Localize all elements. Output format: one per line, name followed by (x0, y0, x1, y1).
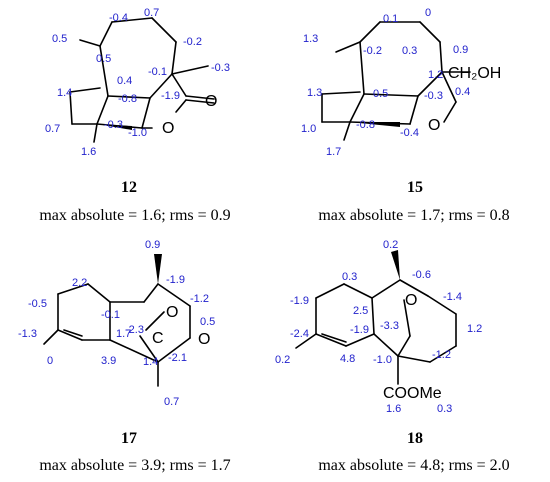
value-17-4: -1.2 (190, 293, 209, 305)
value-12-9: -0.8 (118, 93, 137, 105)
value-15-7: 1.3 (307, 87, 322, 99)
value-12-4: 0.5 (96, 53, 111, 65)
value-18-0: 0.2 (383, 239, 398, 251)
atom-17-carbonyl-c: C (152, 330, 164, 347)
caption-18: max absolute = 4.8; rms = 2.0 (318, 457, 509, 474)
compound-id-18: 18 (407, 430, 423, 447)
structure-17 (43, 254, 191, 387)
value-12-0: 0.5 (52, 33, 67, 45)
value-15-8: 0.5 (373, 88, 388, 100)
value-12-7: 1.4 (57, 87, 72, 99)
atom-15-ch2oh: CH₂OH (448, 65, 501, 82)
value-18-8: -3.3 (380, 320, 399, 332)
value-17-9: 1.7 (116, 328, 131, 340)
atom-17-bridge-o: O (166, 304, 178, 321)
value-18-12: -1.0 (373, 354, 392, 366)
value-18-11: 4.8 (340, 353, 355, 365)
value-12-8: 0.4 (117, 75, 132, 87)
value-18-7: -1.9 (350, 324, 369, 336)
structure-18 (295, 250, 457, 385)
value-18-15: 0.3 (437, 403, 452, 415)
atom-17-carbonyl-o: O (198, 331, 210, 348)
value-15-12: -0.8 (356, 119, 375, 131)
atom-12-ring-o: O (162, 120, 174, 137)
value-15-10: 0.4 (455, 86, 470, 98)
caption-12: max absolute = 1.6; rms = 0.9 (39, 207, 230, 224)
value-15-5: 0.9 (453, 44, 468, 56)
value-15-0: 1.3 (303, 33, 318, 45)
value-17-7: -2.3 (125, 324, 144, 336)
atom-18-bridge-o: O (405, 292, 417, 309)
value-18-9: 1.2 (467, 323, 482, 335)
atom-12-carbonyl-o: O (205, 93, 217, 110)
value-15-2: 0 (425, 7, 431, 19)
value-17-12: 3.9 (101, 355, 116, 367)
compound-id-15: 15 (407, 179, 423, 196)
value-17-14: 0.7 (164, 396, 179, 408)
value-17-0: 0.9 (145, 239, 160, 251)
value-17-8: -1.3 (18, 328, 37, 340)
value-12-3: -0.2 (183, 36, 202, 48)
value-12-6: -0.3 (211, 62, 230, 74)
value-17-10: -2.1 (168, 352, 187, 364)
atom-15-ring-o: O (428, 117, 440, 134)
value-15-4: 0.3 (402, 45, 417, 57)
value-17-1: 2.2 (72, 277, 87, 289)
value-12-5: -0.1 (148, 66, 167, 78)
value-17-3: -0.5 (28, 298, 47, 310)
value-12-13: -1.0 (128, 127, 147, 139)
value-12-1: -0.4 (109, 12, 128, 24)
value-15-6: 1.2 (428, 69, 443, 81)
caption-15: max absolute = 1.7; rms = 0.8 (318, 207, 509, 224)
value-17-13: 1.4 (143, 356, 158, 368)
value-17-11: 0 (47, 355, 53, 367)
value-18-14: 1.6 (386, 403, 401, 415)
value-17-6: 0.5 (200, 316, 215, 328)
compound-id-12: 12 (121, 179, 137, 196)
compound-id-17: 17 (121, 430, 137, 447)
value-18-10: 0.2 (275, 354, 290, 366)
atom-18-coome: COOMe (383, 385, 442, 402)
value-18-5: 2.5 (353, 305, 368, 317)
value-15-13: -0.4 (400, 127, 419, 139)
value-18-1: 0.3 (342, 271, 357, 283)
value-15-9: -0.3 (424, 90, 443, 102)
value-12-14: 1.6 (81, 146, 96, 158)
value-17-5: -0.1 (101, 309, 120, 321)
value-15-3: -0.2 (363, 45, 382, 57)
structure-12 (69, 17, 215, 143)
value-18-4: -1.4 (443, 291, 462, 303)
value-18-2: -0.6 (412, 269, 431, 281)
value-15-11: 1.0 (301, 123, 316, 135)
value-18-6: -2.4 (290, 328, 309, 340)
value-12-10: -1.9 (161, 90, 180, 102)
value-12-11: 0.7 (45, 123, 60, 135)
value-15-1: 0.1 (383, 13, 398, 25)
value-17-2: -1.9 (166, 274, 185, 286)
value-12-12: -0.3 (104, 119, 123, 131)
structure-15 (321, 21, 471, 141)
caption-17: max absolute = 3.9; rms = 1.7 (39, 457, 230, 474)
value-18-3: -1.9 (290, 295, 309, 307)
value-15-14: 1.7 (326, 146, 341, 158)
value-12-2: 0.7 (144, 7, 159, 19)
value-18-13: -1.2 (432, 349, 451, 361)
